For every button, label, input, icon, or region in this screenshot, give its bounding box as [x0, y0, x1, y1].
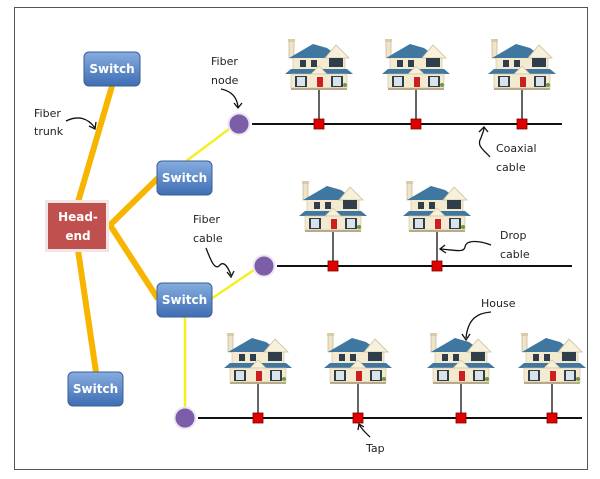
- fiber-trunk-label-line2: trunk: [34, 125, 64, 138]
- arrow-icon: [220, 88, 239, 108]
- branch-1-house-2: [381, 38, 451, 130]
- annotation-coaxial-cable: Coaxial cable: [478, 126, 537, 174]
- tap-icon: [546, 412, 558, 424]
- switch-bottom-label: Switch: [73, 382, 118, 396]
- annotation-fiber-trunk: Fiber trunk: [34, 107, 97, 138]
- branch-1-house-3: [487, 38, 557, 130]
- arrow-icon: [478, 127, 491, 158]
- branch-3-house-2: [323, 332, 393, 424]
- tap-icon: [516, 118, 528, 130]
- tap-icon: [455, 412, 467, 424]
- houses-layer: [223, 38, 587, 424]
- tap-icon: [352, 412, 364, 424]
- coaxial-cable-label-line1: Coaxial: [496, 142, 537, 155]
- switch-mid-lower[interactable]: Switch: [156, 282, 213, 318]
- trunk-headend-to-switch-top: [75, 85, 115, 203]
- fiber-cable-1: [184, 128, 230, 163]
- branch-3-house-3: [426, 332, 496, 424]
- coaxial-cable-label-line2: cable: [496, 161, 526, 174]
- arrow-icon: [439, 240, 492, 252]
- fiber-trunk-label-line1: Fiber: [34, 107, 61, 120]
- annotation-tap: Tap: [357, 422, 385, 455]
- annotation-house: House: [461, 297, 516, 342]
- fiber-node-3[interactable]: [173, 406, 197, 430]
- branch-1-house-1: [284, 38, 354, 130]
- headend-label-line1: Head-: [58, 210, 98, 224]
- house-icon: [381, 38, 451, 91]
- fiber-cable-2: [210, 268, 255, 301]
- tap-icon: [327, 260, 339, 272]
- switch-mid-lower-label: Switch: [162, 293, 207, 307]
- fiber-node-1[interactable]: [227, 112, 251, 136]
- switch-bottom[interactable]: Switch: [67, 371, 124, 407]
- fiber-nodes: [173, 112, 276, 430]
- switch-top[interactable]: Switch: [83, 51, 141, 87]
- house-label: House: [481, 297, 516, 310]
- switch-mid-upper[interactable]: Switch: [156, 160, 213, 196]
- fiber-cable-lines: [183, 128, 255, 408]
- fiber-cable-label-line1: Fiber: [193, 213, 220, 226]
- headend[interactable]: Head- end: [45, 200, 109, 252]
- tap-icon: [410, 118, 422, 130]
- trunk-headend-to-switch-mid: [106, 175, 161, 301]
- arrow-icon: [358, 423, 371, 438]
- trunk-headend-to-switch-bottom: [75, 249, 99, 373]
- house-icon: [426, 332, 496, 385]
- branch-3-house-4: [517, 332, 587, 424]
- tap-icon: [431, 260, 443, 272]
- house-icon: [284, 38, 354, 91]
- switch-top-label: Switch: [89, 62, 134, 76]
- switch-mid-upper-label: Switch: [162, 171, 207, 185]
- house-icon: [487, 38, 557, 91]
- fiber-node-label-line2: node: [211, 74, 239, 87]
- house-icon: [402, 180, 472, 233]
- house-icon: [517, 332, 587, 385]
- house-icon: [298, 180, 368, 233]
- house-icon: [323, 332, 393, 385]
- fiber-cable-label-line2: cable: [193, 232, 223, 245]
- annotation-fiber-cable: Fiber cable: [193, 213, 235, 279]
- fiber-node-2[interactable]: [252, 254, 276, 278]
- fiber-trunk-lines: [75, 85, 161, 373]
- house-icon: [223, 332, 293, 385]
- headend-label-line2: end: [65, 229, 90, 243]
- annotation-fiber-node: Fiber node: [211, 55, 243, 110]
- drop-cable-label-line2: cable: [500, 248, 530, 261]
- arrow-icon: [205, 247, 232, 276]
- branch-2-house-2: [402, 180, 472, 272]
- branch-2-house-1: [298, 180, 368, 272]
- tap-label: Tap: [365, 442, 385, 455]
- annotation-drop-cable: Drop cable: [438, 229, 530, 261]
- arrow-icon: [65, 117, 96, 129]
- arrow-icon: [465, 311, 492, 339]
- tap-icon: [313, 118, 325, 130]
- drop-cable-label-line1: Drop: [500, 229, 526, 242]
- fiber-node-label-line1: Fiber: [211, 55, 238, 68]
- branch-3-house-1: [223, 332, 293, 424]
- tap-icon: [252, 412, 264, 424]
